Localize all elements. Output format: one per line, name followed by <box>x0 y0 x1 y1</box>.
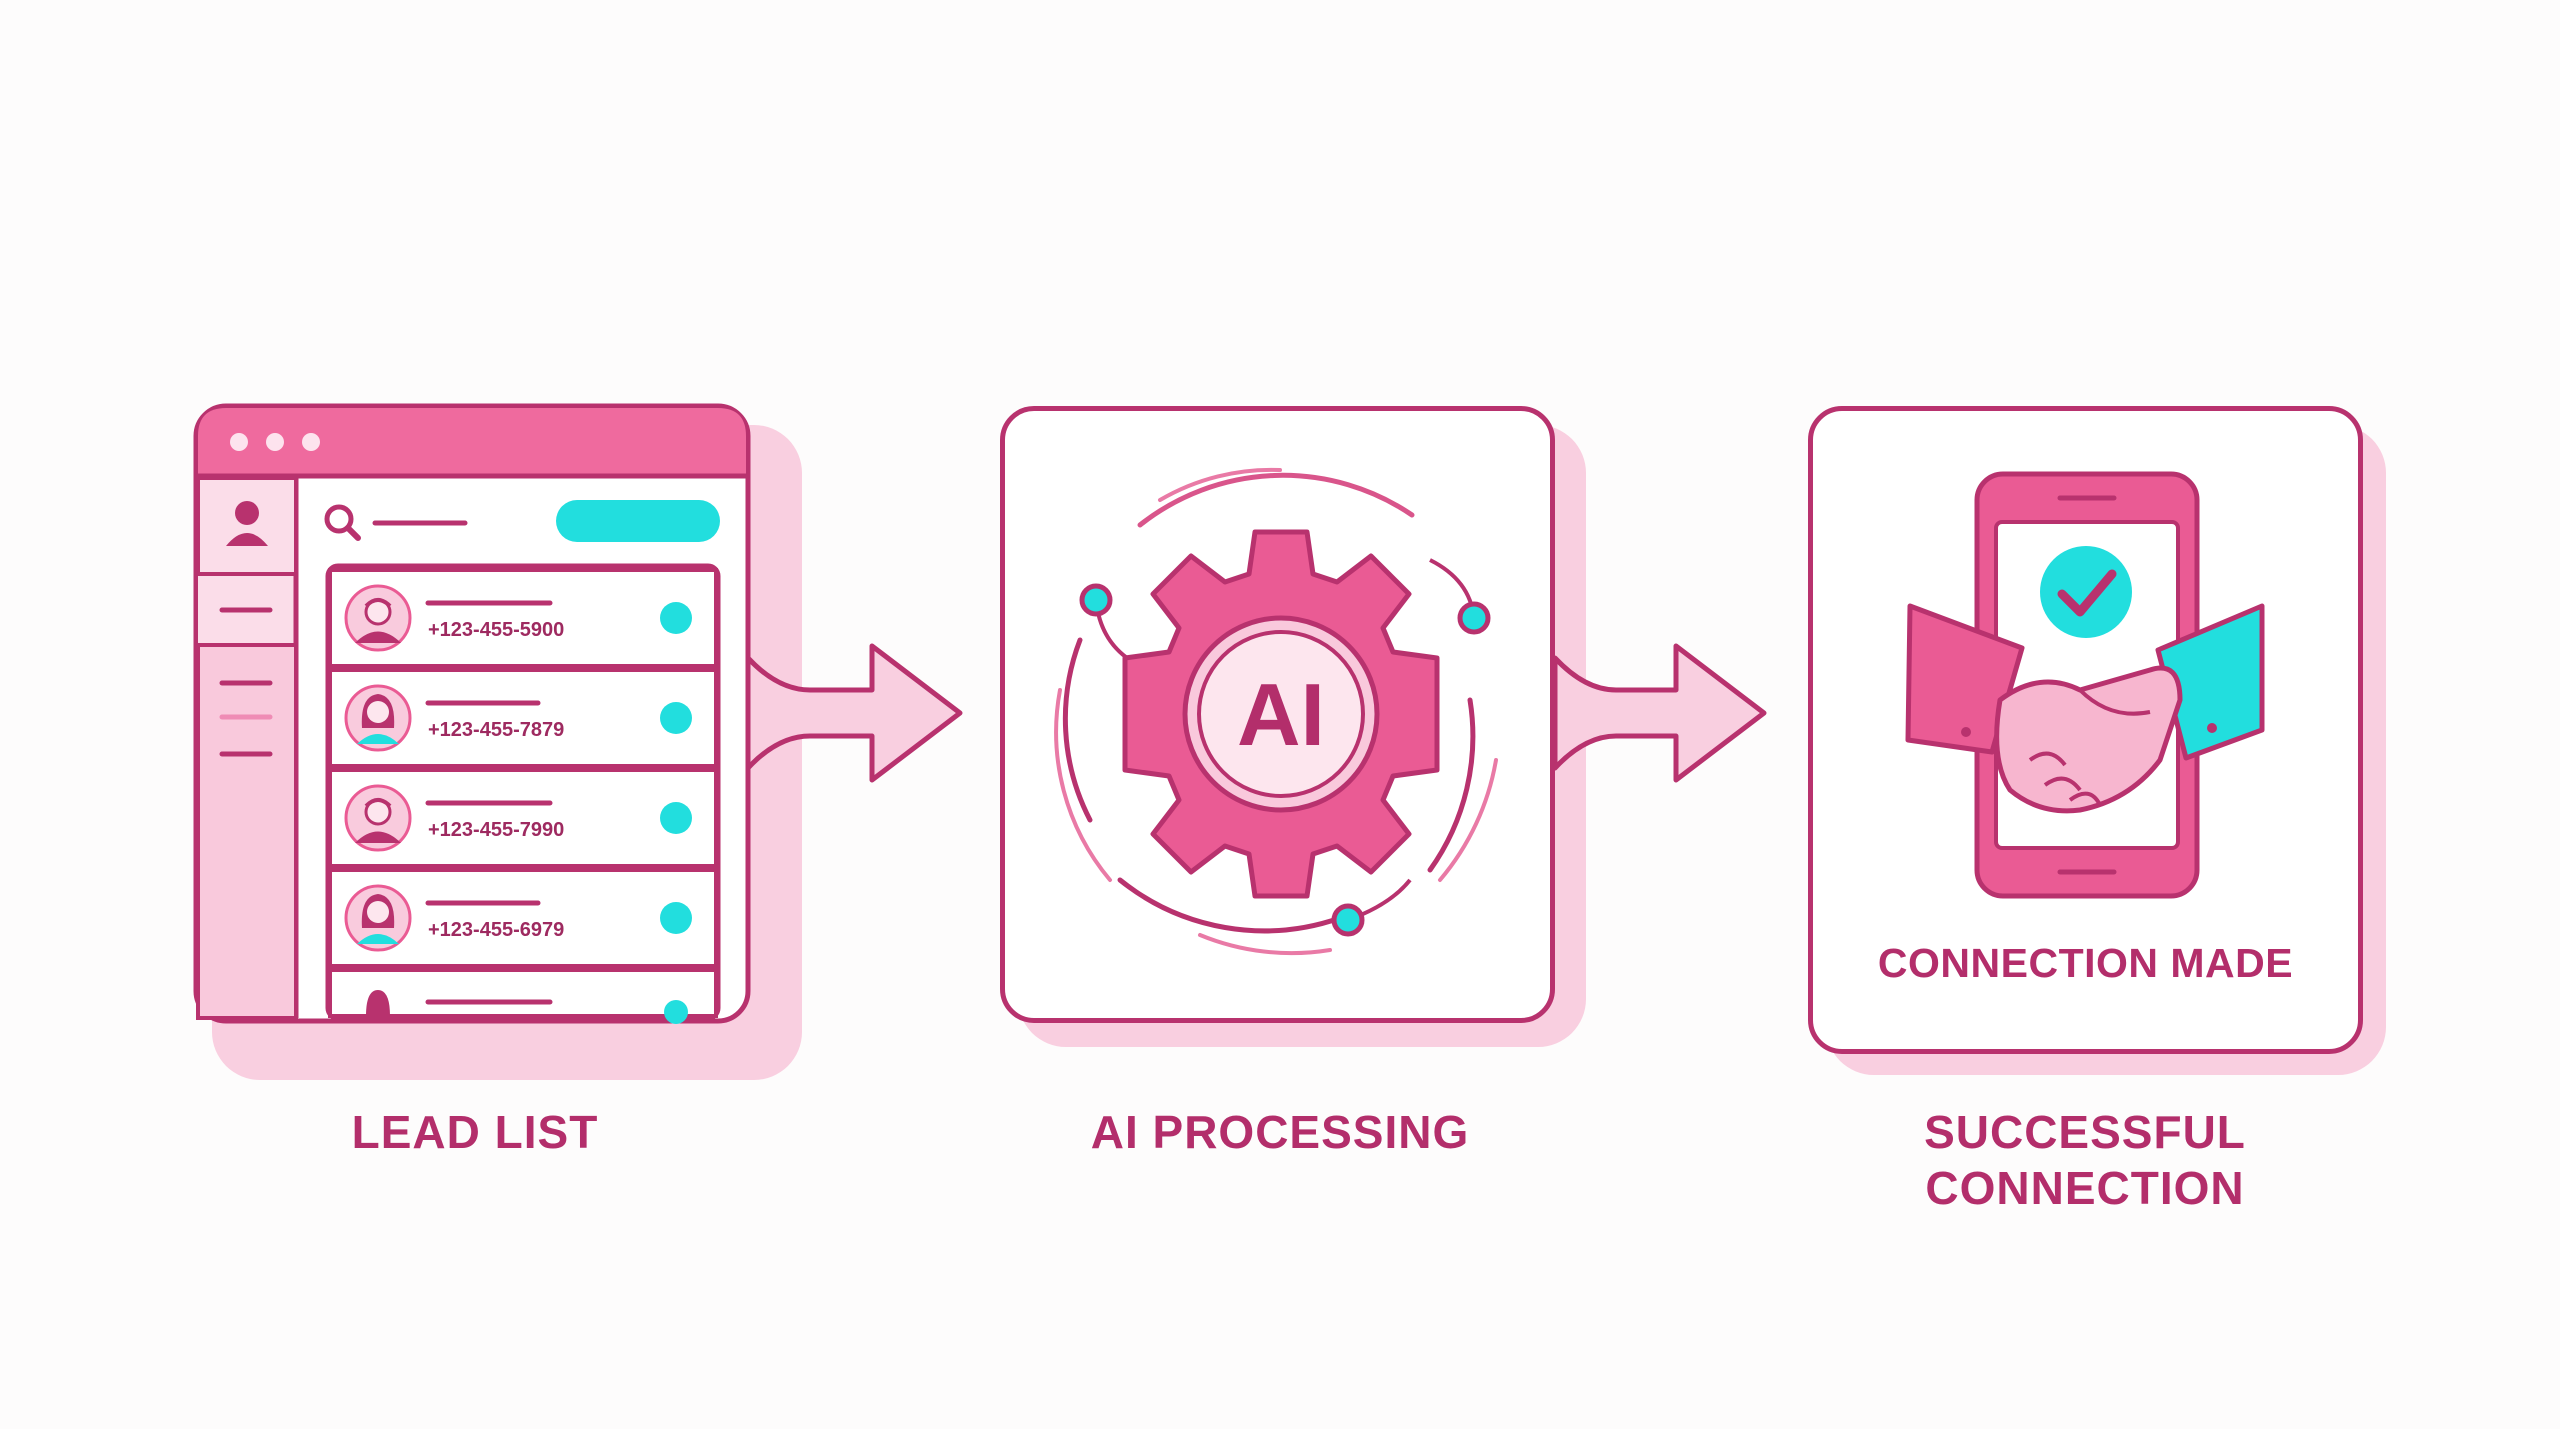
check-circle-icon <box>2040 546 2132 638</box>
connection-made-label: CONNECTION MADE <box>1877 940 2294 986</box>
lead-phone: +123-455-5900 <box>428 619 564 641</box>
window-dot-2 <box>266 433 284 451</box>
female-avatar-icon <box>344 884 412 952</box>
lead-phone: +123-455-7990 <box>428 819 564 841</box>
lead-phone: +123-455-7879 <box>428 719 564 741</box>
search-icon <box>324 504 361 541</box>
handshake-icon <box>1905 603 2265 814</box>
orbit-node-bottom <box>1331 903 1365 937</box>
orbit-node-left <box>1079 583 1113 617</box>
orbit-node-right <box>1457 601 1491 635</box>
gear-ai-text: AI <box>1237 665 1325 764</box>
step-label-line-2: CONNECTION <box>1925 1162 2245 1214</box>
status-dot <box>660 902 692 934</box>
status-dot <box>660 702 692 734</box>
step-label-ai-processing: AI PROCESSING <box>1090 1106 1470 1158</box>
step-label-line-1: SUCCESSFUL <box>1924 1106 2246 1158</box>
user-icon <box>226 501 268 546</box>
sidebar-profile-tile <box>196 476 298 576</box>
female-avatar-icon <box>344 684 412 752</box>
step-label-lead-list: LEAD LIST <box>351 1106 599 1158</box>
male-avatar-icon <box>344 584 412 652</box>
status-dot <box>660 802 692 834</box>
lead-phone: +123-455-6979 <box>428 919 564 941</box>
window-dot-3 <box>302 433 320 451</box>
window-dot-1 <box>230 433 248 451</box>
step-label-successful-connection: SUCCESSFUL CONNECTION <box>1830 1104 2340 1216</box>
male-avatar-icon <box>344 784 412 852</box>
status-dot <box>660 602 692 634</box>
gear-icon: AI <box>1122 529 1440 899</box>
cyan-action-button <box>556 500 720 542</box>
